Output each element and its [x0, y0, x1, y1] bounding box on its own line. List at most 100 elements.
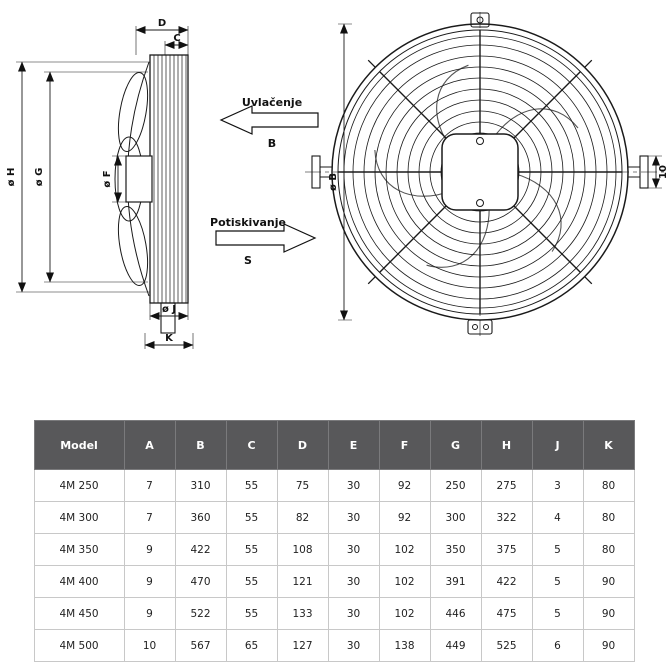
model-cell: 4M 500 — [33, 629, 125, 662]
dim-label-offset: 10 — [658, 165, 668, 179]
table-row: 4M 350 9 422 55 108 30 102 350 375 5 80 — [33, 533, 635, 566]
table-cell: 475 — [480, 597, 533, 630]
table-cell: 300 — [429, 501, 482, 534]
dim-label-k: K — [165, 333, 174, 344]
table-cell: 90 — [582, 629, 635, 662]
table-cell: 350 — [429, 533, 482, 566]
table-cell: 80 — [582, 533, 635, 566]
table-cell: 30 — [327, 597, 380, 630]
dim-label-j: ø J — [162, 304, 176, 315]
dim-label-c: C — [173, 33, 180, 44]
table-cell: 80 — [582, 501, 635, 534]
column-header: B — [174, 420, 227, 470]
model-cell: 4M 450 — [33, 597, 125, 630]
table-cell: 92 — [378, 501, 431, 534]
model-cell: 4M 400 — [33, 565, 125, 598]
dim-label-f: ø F — [102, 170, 113, 187]
table-cell: 422 — [174, 533, 227, 566]
table-cell: 55 — [225, 565, 278, 598]
column-header-model: Model — [33, 420, 125, 470]
table-cell: 310 — [174, 469, 227, 502]
front-view-dimensions — [338, 23, 662, 321]
dim-label-b: ø B — [328, 173, 339, 191]
table-cell: 30 — [327, 565, 380, 598]
discharge-label: Potiskivanje — [210, 216, 286, 229]
discharge-arrow-icon — [215, 223, 317, 253]
table-row: 4M 400 9 470 55 121 30 102 391 422 5 90 — [33, 565, 635, 598]
table-cell: 4 — [531, 501, 584, 534]
table-cell: 250 — [429, 469, 482, 502]
table-cell: 127 — [276, 629, 329, 662]
model-cell: 4M 300 — [33, 501, 125, 534]
discharge-dim-label: S — [244, 254, 252, 267]
table-cell: 375 — [480, 533, 533, 566]
column-header: A — [123, 420, 176, 470]
axial-fan-drawing: ø H ø G ø F D C ø J K Uvlačenje B Potisk… — [6, 12, 668, 349]
table-row: 4M 500 10 567 65 127 30 138 449 525 6 90 — [33, 629, 635, 662]
table-cell: 55 — [225, 501, 278, 534]
table-row: 4M 450 9 522 55 133 30 102 446 475 5 90 — [33, 597, 635, 630]
table-cell: 322 — [480, 501, 533, 534]
table-cell: 275 — [480, 469, 533, 502]
table-cell: 90 — [582, 597, 635, 630]
table-cell: 10 — [123, 629, 176, 662]
table-cell: 5 — [531, 533, 584, 566]
table-cell: 525 — [480, 629, 533, 662]
table-cell: 470 — [174, 565, 227, 598]
table-cell: 55 — [225, 533, 278, 566]
dimensions-table: Model A B C D E F G H J K 4M 250 7 310 5… — [33, 420, 635, 662]
airflow-annotations: Uvlačenje B Potiskivanje S — [210, 96, 319, 267]
table-cell: 30 — [327, 501, 380, 534]
table-cell: 3 — [531, 469, 584, 502]
column-header: F — [378, 420, 431, 470]
table-cell: 449 — [429, 629, 482, 662]
table-row: 4M 300 7 360 55 82 30 92 300 322 4 80 — [33, 501, 635, 534]
table-cell: 446 — [429, 597, 482, 630]
column-header: H — [480, 420, 533, 470]
table-cell: 82 — [276, 501, 329, 534]
table-cell: 9 — [123, 533, 176, 566]
column-header: J — [531, 420, 584, 470]
table-header-row: Model A B C D E F G H J K — [33, 420, 635, 470]
table-cell: 360 — [174, 501, 227, 534]
column-header: E — [327, 420, 380, 470]
table-cell: 6 — [531, 629, 584, 662]
table-cell: 108 — [276, 533, 329, 566]
table-cell: 75 — [276, 469, 329, 502]
table-cell: 567 — [174, 629, 227, 662]
model-cell: 4M 350 — [33, 533, 125, 566]
table-wrap: Model A B C D E F G H J K 4M 250 7 310 5… — [0, 420, 668, 662]
table-cell: 522 — [174, 597, 227, 630]
table-cell: 30 — [327, 533, 380, 566]
table-cell: 102 — [378, 597, 431, 630]
table-cell: 55 — [225, 469, 278, 502]
dim-label-h: ø H — [6, 168, 17, 187]
table-cell: 5 — [531, 597, 584, 630]
column-header: G — [429, 420, 482, 470]
suction-arrow-icon — [219, 105, 319, 135]
table-cell: 391 — [429, 565, 482, 598]
table-cell: 55 — [225, 597, 278, 630]
front-view — [305, 12, 664, 340]
table-cell: 102 — [378, 565, 431, 598]
table-cell: 30 — [327, 629, 380, 662]
table-row: 4M 250 7 310 55 75 30 92 250 275 3 80 — [33, 469, 635, 502]
table-cell: 9 — [123, 597, 176, 630]
table-cell: 90 — [582, 565, 635, 598]
table-cell: 65 — [225, 629, 278, 662]
model-cell: 4M 250 — [33, 469, 125, 502]
table-cell: 121 — [276, 565, 329, 598]
column-header: K — [582, 420, 635, 470]
table-cell: 5 — [531, 565, 584, 598]
table-cell: 138 — [378, 629, 431, 662]
suction-dim-label: B — [268, 137, 276, 150]
table-cell: 30 — [327, 469, 380, 502]
table-cell: 102 — [378, 533, 431, 566]
side-view-dimensions — [16, 26, 194, 349]
table-cell: 80 — [582, 469, 635, 502]
table-cell: 92 — [378, 469, 431, 502]
side-view — [114, 54, 189, 334]
dim-label-d: D — [158, 18, 166, 29]
table-cell: 422 — [480, 565, 533, 598]
column-header: C — [225, 420, 278, 470]
